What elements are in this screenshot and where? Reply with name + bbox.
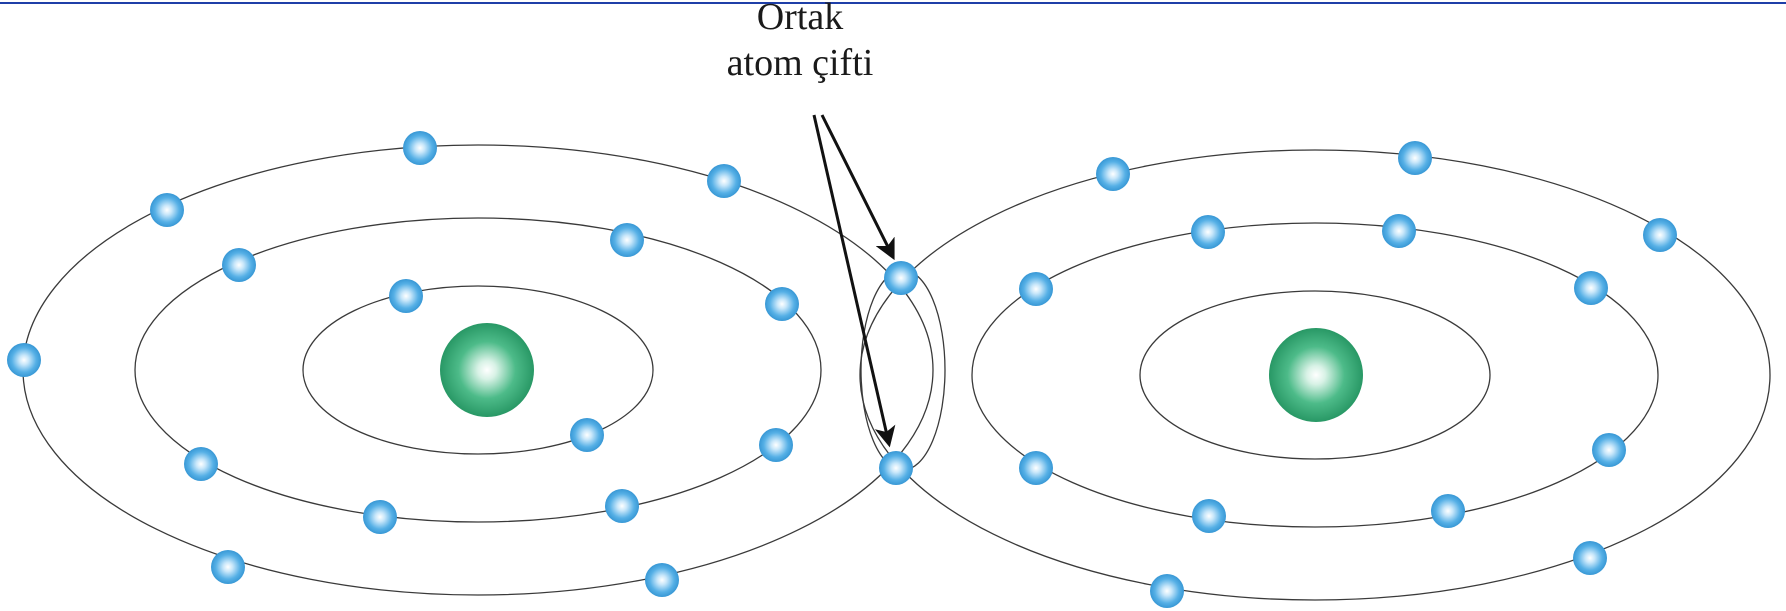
left-orbit-middle (134, 217, 822, 523)
right-nucleus-icon (1269, 328, 1363, 422)
electron-icon (1592, 433, 1626, 467)
electron-icon (1431, 494, 1465, 528)
electron-icon (707, 164, 741, 198)
right-atom (859, 149, 1771, 601)
left-nucleus-icon (440, 323, 534, 417)
arrow-to-top-electron (820, 114, 895, 261)
electron-icon (389, 279, 423, 313)
shared-electron-bottom-icon (879, 451, 913, 485)
shared-electron-pair (879, 261, 918, 485)
electron-icon (211, 550, 245, 584)
shared-electron-top-icon (884, 261, 918, 295)
electron-icon (759, 428, 793, 462)
electron-icon (570, 418, 604, 452)
pointer-arrows (812, 114, 896, 448)
electron-icon (222, 248, 256, 282)
electron-icon (1398, 141, 1432, 175)
electron-icon (1574, 271, 1608, 305)
left-orbit-inner (302, 285, 654, 455)
arrow-to-bottom-electron (812, 114, 896, 448)
electron-icon (363, 500, 397, 534)
electron-icon (1019, 272, 1053, 306)
label-line-2: atom çifti (726, 42, 874, 84)
electron-icon (403, 131, 437, 165)
electron-icon (1192, 499, 1226, 533)
electron-icon (1019, 451, 1053, 485)
electron-icon (184, 447, 218, 481)
electron-icon (645, 563, 679, 597)
electron-icon (7, 343, 41, 377)
right-orbit-inner (1139, 290, 1491, 460)
electron-icon (1643, 218, 1677, 252)
electron-icon (1573, 541, 1607, 575)
electron-icon (1096, 157, 1130, 191)
right-orbit-outer (859, 149, 1771, 601)
electron-icon (765, 287, 799, 321)
electron-icon (605, 489, 639, 523)
label-line-1: Ortak (756, 0, 844, 38)
electron-icon (150, 193, 184, 227)
electron-icon (610, 223, 644, 257)
shared-pair-label: Ortak atom çifti (680, 0, 920, 86)
electron-icon (1150, 574, 1184, 608)
electron-icon (1191, 215, 1225, 249)
electron-icon (1382, 214, 1416, 248)
right-electrons (1019, 141, 1677, 608)
right-orbit-middle (971, 222, 1659, 528)
left-electrons (7, 131, 799, 597)
